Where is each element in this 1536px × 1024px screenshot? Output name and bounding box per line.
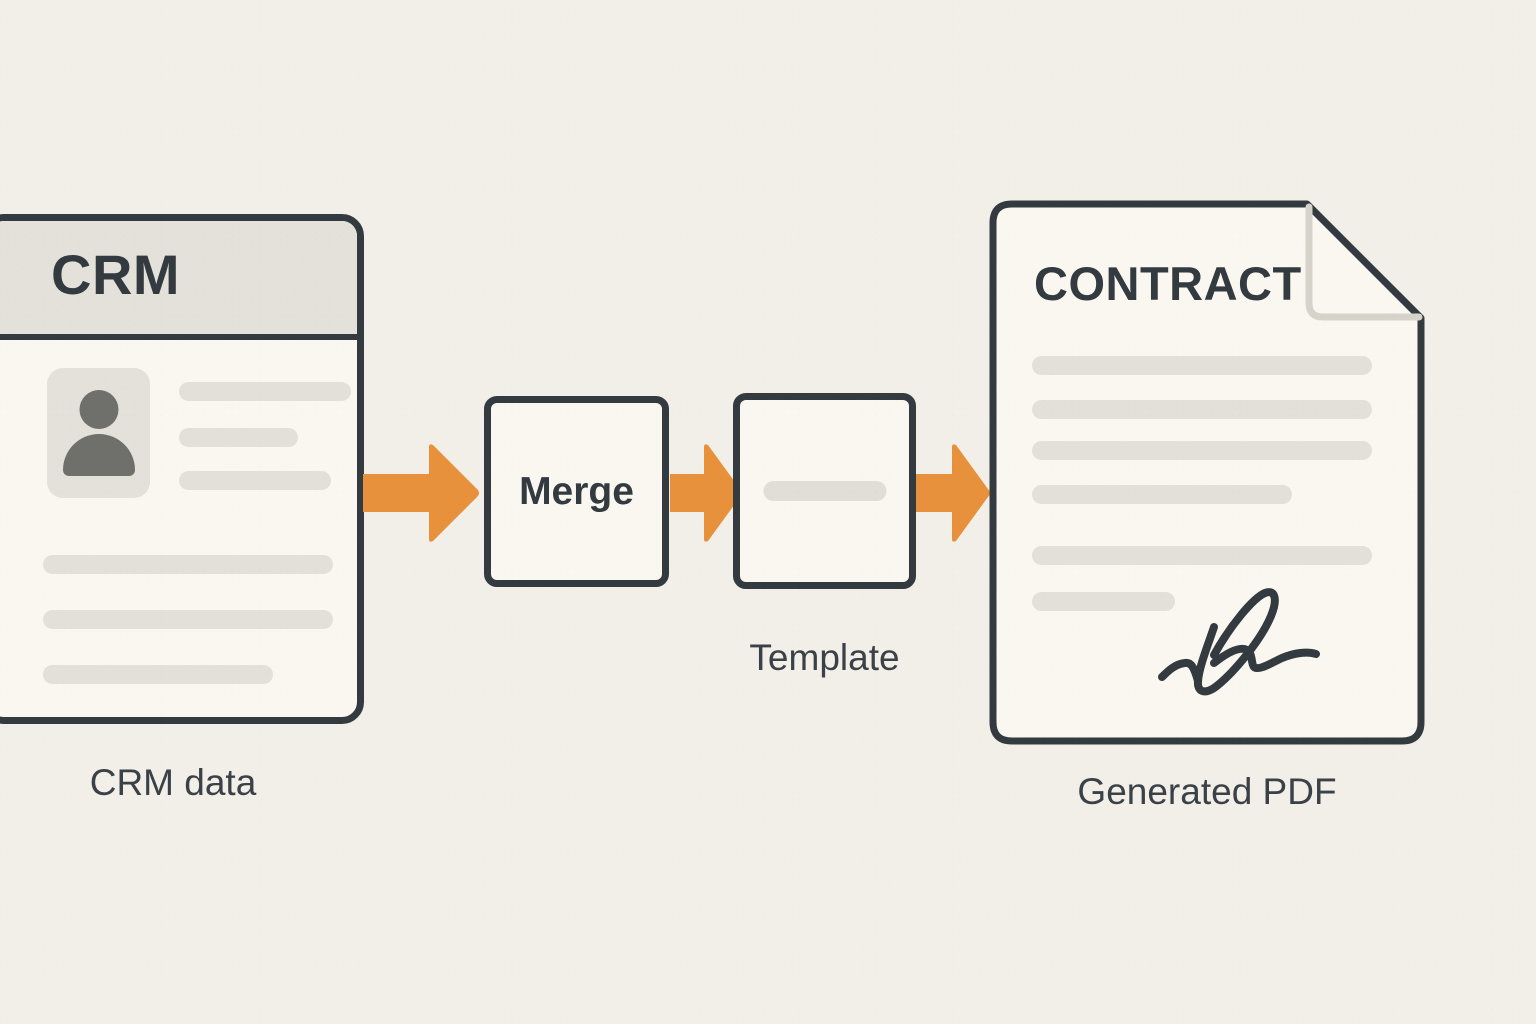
contract-line-5 bbox=[1032, 546, 1372, 565]
contract-line-4 bbox=[1032, 485, 1292, 504]
generated-pdf-document: CONTRACT bbox=[982, 193, 1432, 753]
contract-line-6 bbox=[1032, 592, 1175, 611]
crm-data-card: CRM bbox=[0, 214, 364, 724]
crm-field-line-2 bbox=[179, 428, 298, 447]
contract-line-3 bbox=[1032, 441, 1372, 460]
template-caption: Template bbox=[749, 637, 900, 678]
generated-pdf-caption: Generated PDF bbox=[1077, 771, 1337, 812]
arrow-merge-to-template bbox=[670, 444, 742, 542]
template-placeholder-line bbox=[763, 481, 886, 501]
crm-card-body bbox=[0, 340, 357, 717]
arrow-template-to-pdf bbox=[916, 444, 990, 542]
signature-scribble bbox=[1158, 588, 1320, 696]
crm-body-line-3 bbox=[43, 665, 273, 684]
person-icon bbox=[47, 368, 150, 498]
person-icon-torso bbox=[62, 434, 135, 476]
merge-label: Merge bbox=[519, 470, 634, 513]
merge-process-box: Merge bbox=[484, 396, 669, 587]
crm-card-title: CRM bbox=[51, 243, 181, 306]
arrow-crm-to-merge bbox=[363, 444, 479, 542]
crm-field-line-3 bbox=[179, 471, 331, 490]
template-document-box bbox=[733, 393, 916, 589]
crm-field-line-1 bbox=[179, 382, 351, 401]
contract-line-2 bbox=[1032, 400, 1372, 419]
contract-title: CONTRACT bbox=[1034, 257, 1302, 310]
crm-body-line-2 bbox=[43, 610, 333, 629]
contract-line-1 bbox=[1032, 356, 1372, 375]
crm-body-line-1 bbox=[43, 555, 333, 574]
person-icon-head bbox=[79, 390, 118, 429]
crm-data-caption: CRM data bbox=[89, 762, 257, 803]
crm-card-header: CRM bbox=[0, 221, 357, 340]
